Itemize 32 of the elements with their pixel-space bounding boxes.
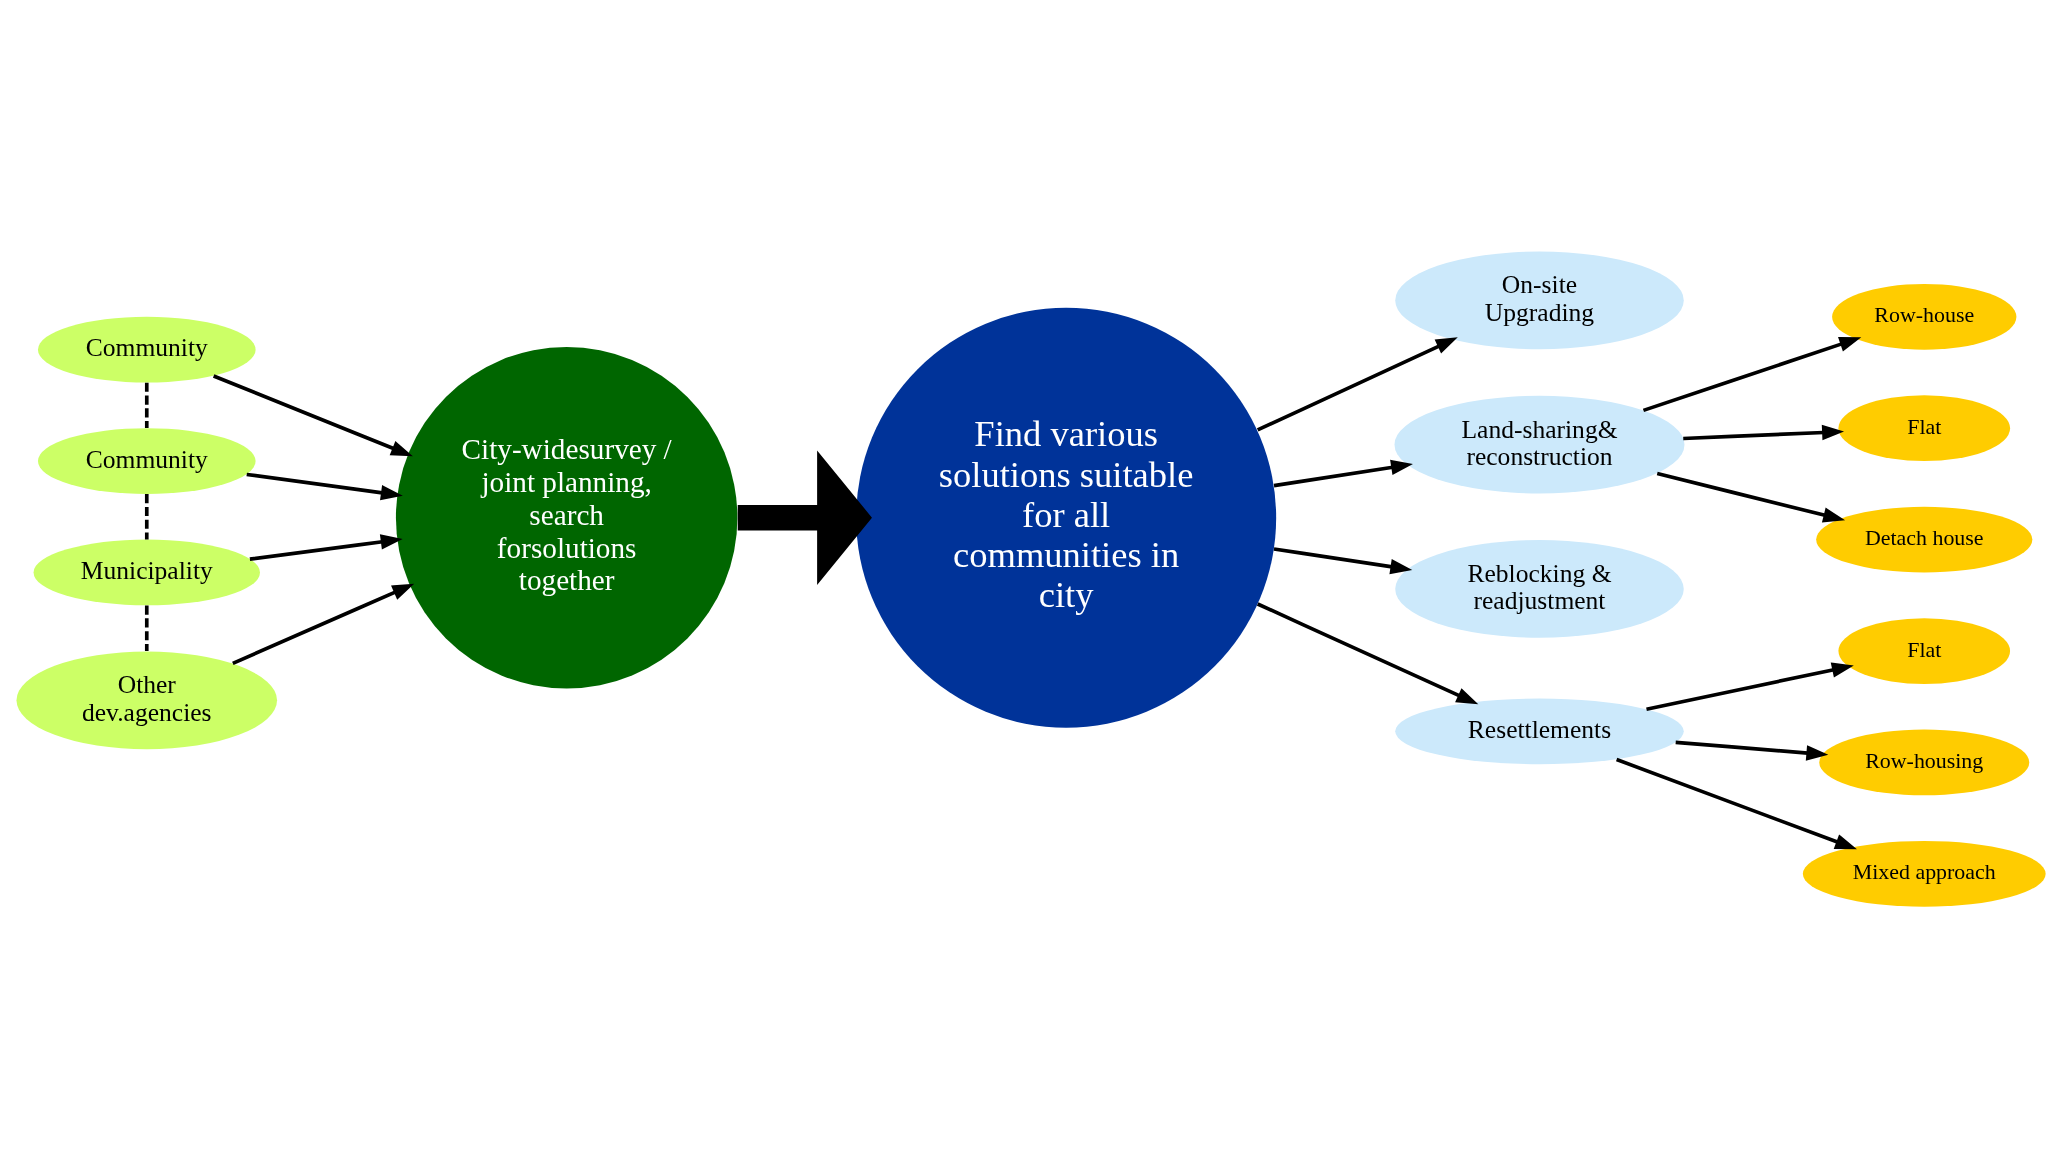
- arrow: [212, 373, 413, 456]
- connector: [144, 493, 149, 539]
- node-ellipse: Flat: [1838, 394, 2011, 461]
- arrow: [1646, 662, 1854, 711]
- node-ellipse: Other dev.agencies: [16, 651, 278, 749]
- arrow: [1616, 757, 1857, 849]
- node-ellipse: Community: [37, 427, 256, 494]
- node-ellipse: Row-housing: [1819, 729, 2030, 795]
- arrow: [249, 533, 403, 561]
- arrow: [1256, 601, 1479, 704]
- node-ellipse: Resettlements: [1395, 698, 1684, 764]
- node-ellipse: On-site Upgrading: [1395, 251, 1684, 349]
- arrow: [246, 472, 403, 500]
- node-circle: City-widesurvey / joint planning, search forsolutions together: [395, 346, 738, 688]
- node-ellipse: Land-sharing& reconstruction: [1394, 395, 1685, 493]
- arrow: [737, 450, 872, 585]
- arrow: [1683, 424, 1845, 440]
- arrow: [1656, 471, 1846, 522]
- arrow: [1675, 740, 1829, 761]
- node-ellipse: Flat: [1838, 617, 2011, 684]
- node-circle: Find various solutions suitable for all communities in city: [856, 307, 1277, 728]
- connector: [144, 605, 149, 651]
- arrow: [232, 583, 415, 665]
- node-ellipse: Reblocking & readjustment: [1395, 539, 1684, 638]
- arrow: [1273, 459, 1413, 487]
- arrow: [1642, 336, 1862, 412]
- arrow: [1273, 546, 1413, 574]
- node-ellipse: Mixed approach: [1802, 840, 2046, 907]
- node-ellipse: Community: [37, 316, 256, 383]
- node-ellipse: Municipality: [33, 539, 260, 605]
- arrow: [1256, 336, 1458, 432]
- connector: [144, 382, 149, 428]
